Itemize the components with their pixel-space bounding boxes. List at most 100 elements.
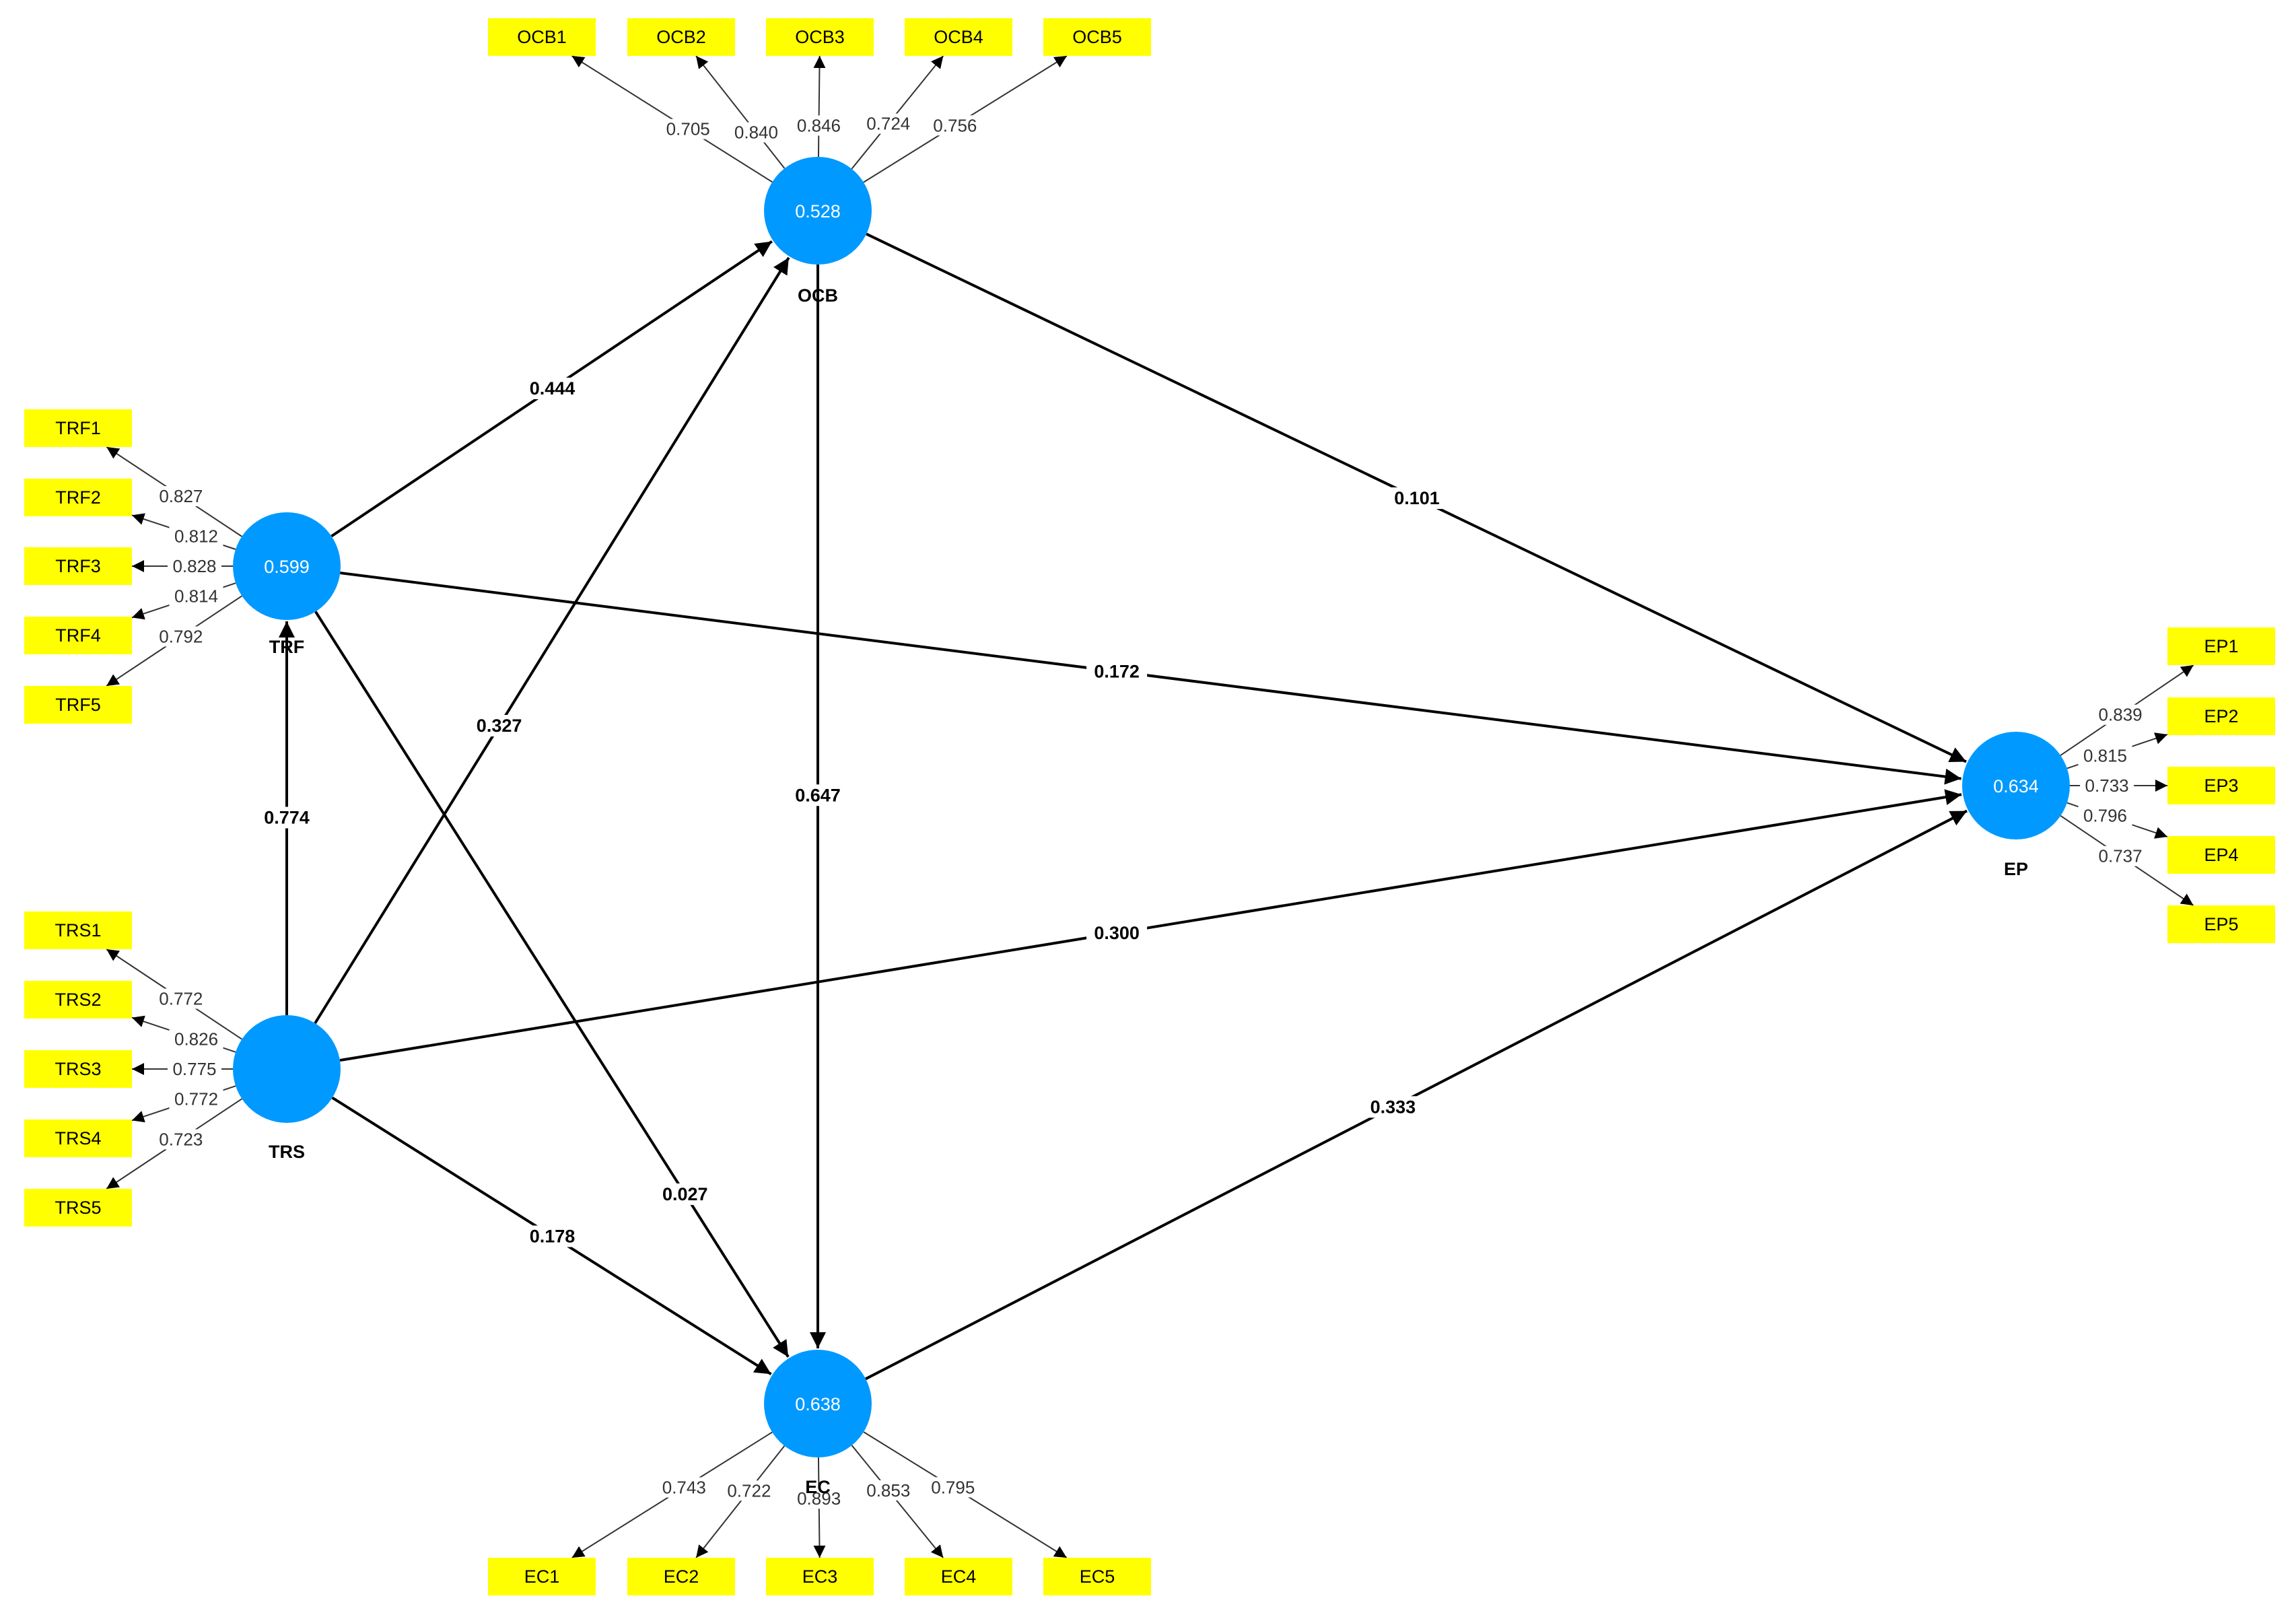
indicator-box-ec2 (627, 1558, 735, 1595)
loading-ec1: 0.743 (662, 1478, 706, 1498)
loading-ep1-group: 0.839 (2093, 704, 2148, 725)
indicator-box-ocb3 (766, 18, 874, 56)
indicator-trs3[interactable]: TRS3 (24, 1050, 132, 1088)
indicator-trf1[interactable]: TRF1 (24, 409, 132, 447)
indicator-trf4[interactable]: TRF4 (24, 617, 132, 654)
indicator-label-ocb5: OCB5 (1072, 27, 1122, 47)
loading-ocb5: 0.756 (933, 115, 977, 135)
indicator-trf2[interactable]: TRF2 (24, 479, 132, 516)
path-coef-trf-ocb: 0.444 (530, 378, 576, 399)
indicator-ocb1[interactable]: OCB1 (488, 18, 596, 56)
construct-circle-trf (233, 512, 341, 620)
loading-ep2: 0.815 (2083, 745, 2127, 765)
loading-ep3-bg (2080, 776, 2134, 796)
loading-ep3-group: 0.733 (2080, 776, 2134, 796)
path-coef-ocb-ec-bg (788, 784, 848, 806)
indicator-trs5[interactable]: TRS5 (24, 1189, 132, 1227)
loading-ec2-bg (722, 1480, 776, 1501)
indicator-label-ec3: EC3 (802, 1566, 838, 1587)
loading-trs1-group: 0.772 (153, 988, 208, 1009)
indicator-ocb5[interactable]: OCB5 (1043, 18, 1151, 56)
indicator-box-trs1 (24, 911, 132, 949)
loading-trf2-group: 0.812 (169, 526, 223, 547)
path-coef-ocb-ec: 0.647 (795, 785, 841, 805)
indicator-ec4[interactable]: EC4 (905, 1558, 1012, 1595)
construct-circle-ep (1962, 732, 2070, 839)
path-coef-trs-ec: 0.178 (530, 1227, 576, 1247)
loading-ep5: 0.737 (2099, 846, 2143, 866)
construct-r2-ocb: 0.528 (795, 201, 841, 221)
loading-ep1-bg (2093, 704, 2148, 725)
loading-trf3: 0.828 (172, 556, 216, 576)
loading-trs3: 0.775 (172, 1059, 216, 1079)
loading-line-ocb4 (851, 55, 944, 170)
path-trf-ep (340, 572, 1961, 785)
loading-trs3-group: 0.775 (168, 1059, 221, 1079)
loading-ocb4-bg (861, 113, 915, 134)
indicator-trf5[interactable]: TRF5 (24, 686, 132, 724)
path-coef-trf-ocb-bg (522, 378, 583, 399)
indicator-label-ec4: EC4 (941, 1566, 977, 1587)
loading-ocb1: 0.705 (666, 119, 710, 139)
path-coef-trf-ec-bg (654, 1183, 716, 1205)
indicator-ep3[interactable]: EP3 (2167, 767, 2275, 804)
loading-trf5-bg (153, 626, 208, 647)
indicator-box-trs2 (24, 981, 132, 1019)
indicator-label-ocb2: OCB2 (656, 27, 706, 47)
indicator-label-ec1: EC1 (524, 1566, 560, 1587)
loading-trf3-group: 0.828 (168, 556, 221, 576)
path-coef-trf-ocb-group: 0.444 (522, 378, 583, 399)
path-coef-trs-ep: 0.300 (1094, 923, 1140, 943)
path-coef-trs-trf: 0.774 (264, 808, 310, 828)
construct-name-trs: TRS (269, 1142, 305, 1162)
indicator-box-trs3 (24, 1050, 132, 1088)
indicator-ec2[interactable]: EC2 (627, 1558, 735, 1595)
loading-ep2-bg (2078, 745, 2132, 766)
loading-trs2-group: 0.826 (169, 1029, 223, 1049)
indicator-ocb2[interactable]: OCB2 (627, 18, 735, 56)
loading-ocb4: 0.724 (866, 114, 910, 134)
indicator-trs1[interactable]: TRS1 (24, 911, 132, 949)
indicator-ep2[interactable]: EP2 (2167, 697, 2275, 735)
path-coef-trf-ep: 0.172 (1094, 661, 1140, 681)
indicator-ec5[interactable]: EC5 (1043, 1558, 1151, 1595)
loading-trf3-bg (168, 556, 221, 576)
construct-trs[interactable]: TRS (233, 1015, 341, 1162)
indicator-ep4[interactable]: EP4 (2167, 836, 2275, 874)
indicator-ocb4[interactable]: OCB4 (905, 18, 1012, 56)
loading-trs5: 0.723 (159, 1129, 203, 1149)
loading-ec1-bg (657, 1477, 711, 1498)
indicator-trf3[interactable]: TRF3 (24, 547, 132, 585)
indicator-label-ep1: EP1 (2204, 636, 2238, 656)
loading-ec4: 0.853 (866, 1480, 910, 1501)
indicator-label-trs4: TRS4 (55, 1128, 101, 1148)
loading-ep3: 0.733 (2085, 776, 2129, 796)
path-coef-trf-ep-bg (1086, 660, 1148, 683)
indicator-label-ec2: EC2 (664, 1566, 699, 1587)
path-coef-trs-trf-group: 0.774 (256, 806, 317, 829)
loading-trf4: 0.814 (174, 586, 218, 607)
path-coef-ec-ep: 0.333 (1370, 1097, 1416, 1117)
indicator-trs4[interactable]: TRS4 (24, 1119, 132, 1157)
indicator-ec3[interactable]: EC3 (766, 1558, 874, 1595)
loading-ec5-group: 0.795 (926, 1477, 980, 1498)
loading-line-ec2 (695, 1445, 786, 1558)
indicator-ec1[interactable]: EC1 (488, 1558, 596, 1595)
loading-trs4: 0.772 (174, 1089, 218, 1109)
loading-ec1-group: 0.743 (657, 1477, 711, 1498)
indicator-trs2[interactable]: TRS2 (24, 981, 132, 1019)
indicator-ep1[interactable]: EP1 (2167, 627, 2275, 665)
path-trf-ec (314, 611, 790, 1358)
indicator-ep5[interactable]: EP5 (2167, 905, 2275, 943)
loading-line-ocb3 (813, 55, 826, 158)
loading-ec3-bg (792, 1488, 846, 1509)
path-coef-trs-ep-bg (1086, 922, 1148, 944)
loading-ec2: 0.722 (727, 1480, 771, 1501)
indicator-ocb3[interactable]: OCB3 (766, 18, 874, 56)
indicator-box-ep3 (2167, 767, 2275, 804)
